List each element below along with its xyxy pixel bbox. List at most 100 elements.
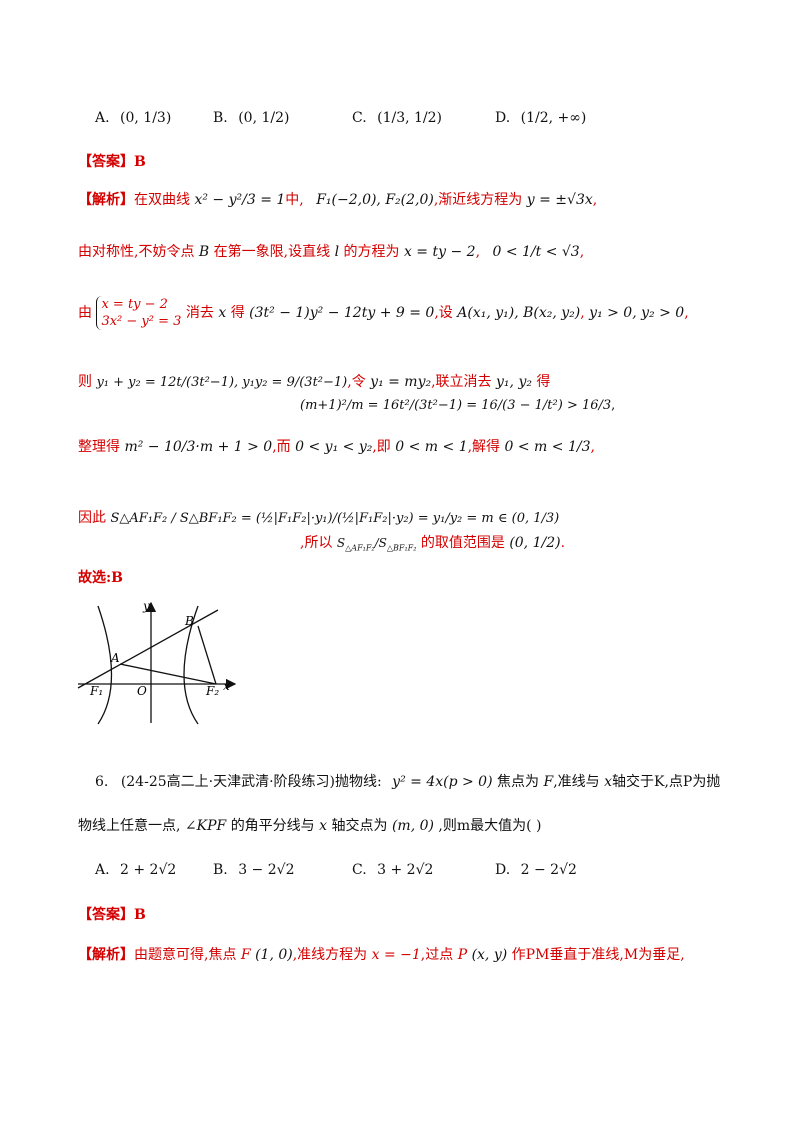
q6-option-b: B. 3 − 2√2 [213,862,294,878]
text: 的角平分线与 [230,818,315,834]
hyperbola-right-branch [183,605,199,725]
hyperbola-equation: x² − y²/3 = 1 [194,192,286,208]
focus-f: F [543,774,554,790]
label-f2: F₂ [205,684,219,698]
text: ,则m最大值为( ) [438,818,542,834]
y-ordering: 0 < y₁ < y₂ [295,439,373,455]
asymptote-equation: y = ±√3x [526,192,593,208]
text: 中, [285,192,304,208]
eliminated-vars: y₁, y₂ [496,374,532,390]
text: 整理得 [78,439,120,455]
text: ,过点 [420,947,454,963]
q5-option-c: C. (1/3, 1/2) [352,110,442,126]
q6-solution-line-1: 【解析】由题意可得,焦点 F (1, 0),准线方程为 x = −1,过点 P … [78,945,685,965]
q6-option-c: C. 3 + 2√2 [352,862,433,878]
text: 在双曲线 [134,192,190,208]
solution-tag: 【解析】 [78,947,134,963]
q6-stem-line-2: 物线上任意一点, ∠KPF 的角平分线与 x 轴交点为 (m, 0) ,则m最大… [78,816,542,836]
q5-option-a: A. (0, 1/3) [95,110,171,126]
text: 得 [536,374,551,390]
segment-af2 [119,663,217,685]
line-equation: x = ty − 2 [403,244,476,260]
area-ratio: S△AF₁F₂ / S△BF₁F₂ = (½|F₁F₂|·y₁)/(½|F₁F₂… [110,511,560,526]
text: ,设 [434,305,453,321]
system-eq-1: x = ty − 2 [101,297,168,312]
text: 因此 [78,510,106,526]
q5-conclusion: 故选:B [78,570,124,586]
m-inequality: (m+1)²/m = 16t²/(3t²−1) = 16/(3 − 1/t²) … [300,398,612,413]
option-label: B. [213,110,228,126]
text: ,而 [272,439,291,455]
q5-option-d: D. (1/2, +∞) [495,110,586,126]
text: 由对称性,不妨令点 [78,244,195,260]
text: ,联立消去 [431,374,492,390]
ratio-range: (0, 1/2) [509,535,561,551]
line-l: l [334,244,340,260]
positivity-condition: y₁ > 0, y₂ > 0 [589,305,685,321]
points-ab: A(x₁, y₁), B(x₂, y₂) [457,305,581,321]
intersection-point: (m, 0) [391,818,434,834]
equation-system: x = ty − 2 3x² − y² = 3 [96,296,181,330]
text: 物线上任意一点, [78,818,181,834]
point-coords: (x, y) [471,947,508,963]
q5-solution-line-5: 整理得 m² − 10/3·m + 1 > 0,而 0 < y₁ < y₂,即 … [78,439,595,455]
option-value: 2 + 2√2 [120,862,177,878]
q5-solution-line-4-result: (m+1)²/m = 16t²/(3t²−1) = 16/(3 − 1/t²) … [300,398,616,413]
label-a: A [110,651,120,665]
var-x: x [604,774,612,790]
var-x: x [319,818,328,834]
focus-coords: (1, 0) [255,947,293,963]
option-value: 2 − 2√2 [520,862,577,878]
option-label: A. [95,862,110,878]
label-x: x [223,679,230,693]
point-b: B [198,244,210,260]
text: 轴交于K,点P为抛 [612,774,721,790]
system-eq-2: 3x² − y² = 3 [101,314,182,329]
substitution: y₁ = my₂ [370,374,432,390]
text: 在第一象限,设直线 [213,244,331,260]
option-value: (0, 1/2) [238,110,290,126]
option-label: C. [352,110,367,126]
q6-option-a: A. 2 + 2√2 [95,862,176,878]
var-x: x [218,305,227,321]
line-l [77,609,219,689]
parabola-equation: y² = 4x(p > 0) [392,774,493,790]
focus-f: F [240,947,251,963]
hyperbola-left-branch [97,605,113,725]
text: 则 [78,374,92,390]
option-label: D. [495,862,511,878]
option-label: A. [95,110,110,126]
q5-solution-line-4: 则 y₁ + y₂ = 12t/(3t²−1), y₁y₂ = 9/(3t²−1… [78,372,550,393]
option-value: (1/2, +∞) [520,110,587,126]
label-f1: F₁ [89,684,103,698]
label-y: y [142,599,150,613]
text: 由题意可得,焦点 [134,947,237,963]
q5-solution-line-1: 【解析】在双曲线 x² − y²/3 = 1中, F₁(−2,0), F₂(2,… [78,192,598,208]
q5-solution-line-6b: ,所以 S△AF₁F₂/S△BF₁F₂ 的取值范围是 (0, 1/2). [300,535,566,553]
text: ,准线方程为 [292,947,368,963]
option-value: 3 + 2√2 [377,862,434,878]
text: 轴交点为 [331,818,388,834]
text: 由 [78,305,92,321]
text: 消去 [185,305,214,321]
angle-kpf: ∠KPF [184,818,227,834]
option-value: (0, 1/3) [120,110,172,126]
m-range: 0 < m < 1 [395,439,468,455]
q5-solution-line-2: 由对称性,不妨令点 B 在第一象限,设直线 l 的方程为 x = ty − 2,… [78,244,585,260]
point-p: P [457,947,468,963]
option-value: 3 − 2√2 [238,862,295,878]
question-number: 6. [95,774,109,790]
quadratic-inequality: m² − 10/3·m + 1 > 0 [124,439,273,455]
text: 的方程为 [343,244,400,260]
text: ,解得 [467,439,501,455]
segment-bf2 [197,625,217,685]
text: ,令 [347,374,366,390]
slope-inequality: 0 < 1/t < √3 [492,244,580,260]
question-source: (24-25高二上·天津武清·阶段练习)抛物线: [120,774,382,790]
text: ,所以 [300,535,333,551]
text: 焦点为 [497,774,540,790]
q5-option-b: B. (0, 1/2) [213,110,289,126]
option-value: (1/3, 1/2) [377,110,443,126]
q6-stem-line-1: 6. (24-25高二上·天津武清·阶段练习)抛物线: y² = 4x(p > … [95,772,720,792]
vieta-formulas: y₁ + y₂ = 12t/(3t²−1), y₁y₂ = 9/(3t²−1) [96,375,348,390]
